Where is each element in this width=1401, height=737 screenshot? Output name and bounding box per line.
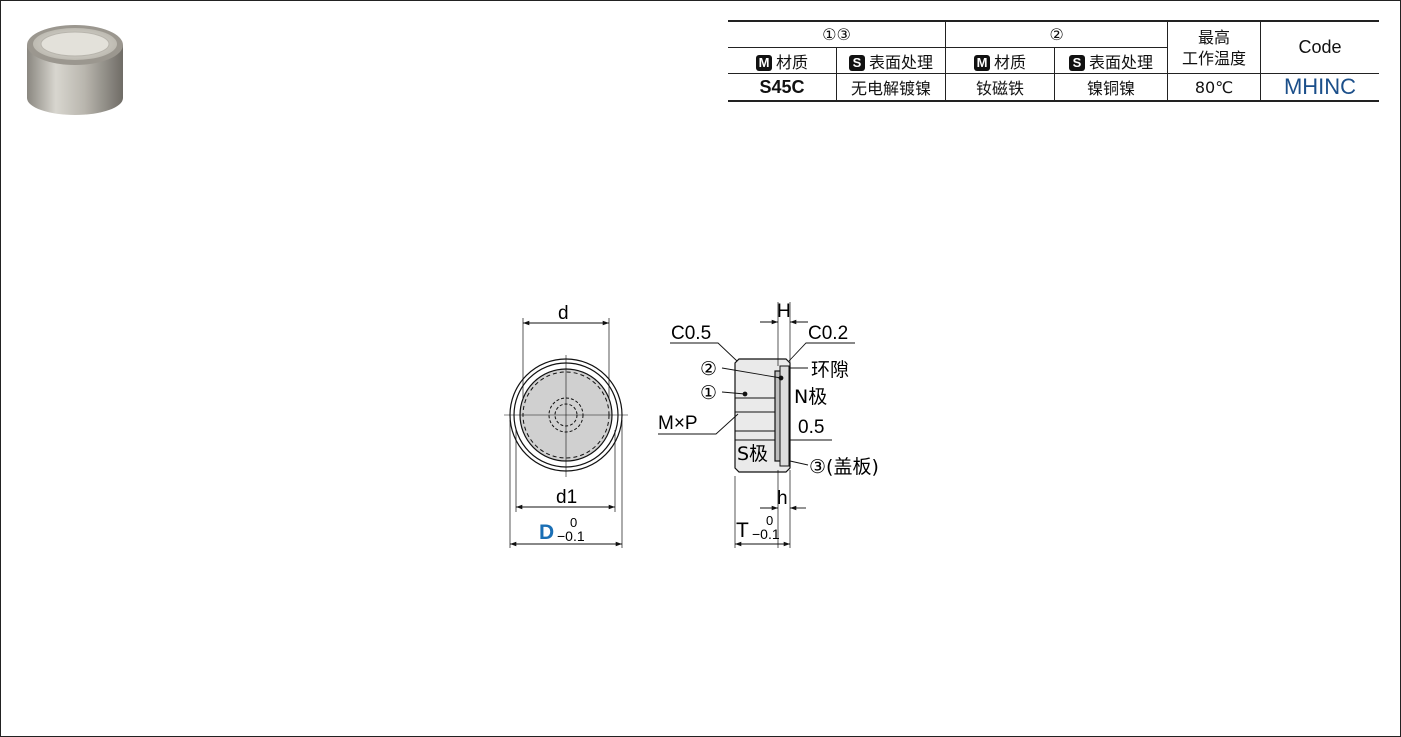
surface-value-2: 镍铜镍 [1054,73,1168,102]
group-1-3-header: ①③ [728,20,946,48]
product-photo [27,25,123,115]
label-T: T [736,519,749,542]
label-circ3-cover: ③(盖板) [809,456,879,478]
group-2-header: ② [945,20,1168,48]
leader-1 [721,391,746,395]
material-value-2: 钕磁铁 [945,73,1055,102]
cover-plate [779,365,790,467]
max-temp-line2: 工作温度 [1181,48,1246,68]
technical-drawing: d d1 D 0 −0.1 H C0.5 C0.2 [504,301,879,548]
label-d: d [558,303,569,324]
leader-MxP [658,413,739,435]
label-D: D [539,521,554,544]
code-value[interactable]: MHINC [1260,73,1379,102]
material-label: 材质 [993,52,1026,72]
label-circ1: ① [700,382,717,404]
surface-badge: S [848,54,865,71]
label-N-pole: N极 [794,386,827,408]
code-header: Code [1260,20,1379,74]
tol-lower-D: −0.1 [557,528,585,544]
label-S-pole: S极 [737,443,768,465]
label-MxP: M×P [658,413,698,434]
max-temp-header: 最高 工作温度 [1167,20,1261,74]
label-circ2: ② [700,358,717,380]
surface-value-1: 无电解镀镍 [836,73,946,102]
surface-label: 表面处理 [1088,52,1153,72]
temp-value: 80℃ [1167,73,1261,102]
tol-upper-T: 0 [766,513,773,528]
material-badge: M [973,54,990,71]
material-badge: M [755,54,772,71]
leader-C05 [670,342,738,362]
label-0-5: 0.5 [798,417,824,438]
tol-upper-D: 0 [570,515,577,530]
max-temp-line1: 最高 [1197,27,1230,47]
front-view [504,318,628,548]
label-C02: C0.2 [808,323,848,344]
label-ring-gap: 环隙 [811,359,849,381]
label-C05: C0.5 [671,323,711,344]
material-value-1: S45C [728,73,837,102]
side-view [658,302,855,548]
tol-lower-T: −0.1 [752,526,780,542]
leader-C02 [788,342,855,362]
leader-3 [789,460,809,466]
label-d1: d1 [556,487,577,508]
label-H: H [777,301,791,322]
material-label: 材质 [775,52,808,72]
label-h: h [777,488,788,509]
leader-2 [721,367,782,379]
surface-badge: S [1068,54,1085,71]
surface-label: 表面处理 [868,52,933,72]
